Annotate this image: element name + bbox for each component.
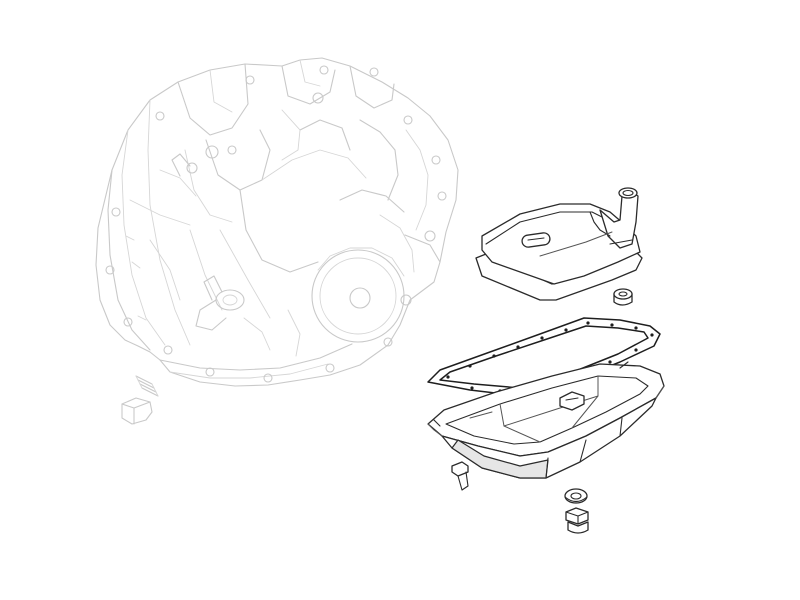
transmission-housing bbox=[95, 57, 459, 387]
drain-plug-spring bbox=[135, 375, 159, 397]
pan-drain-washer bbox=[564, 488, 588, 504]
pan-drain-plug bbox=[565, 507, 589, 534]
oil-filter bbox=[475, 187, 643, 301]
drain-plug bbox=[121, 397, 153, 425]
pan-bolt bbox=[451, 461, 469, 491]
filter-seal-ring bbox=[613, 288, 633, 306]
oil-pan bbox=[427, 361, 665, 479]
